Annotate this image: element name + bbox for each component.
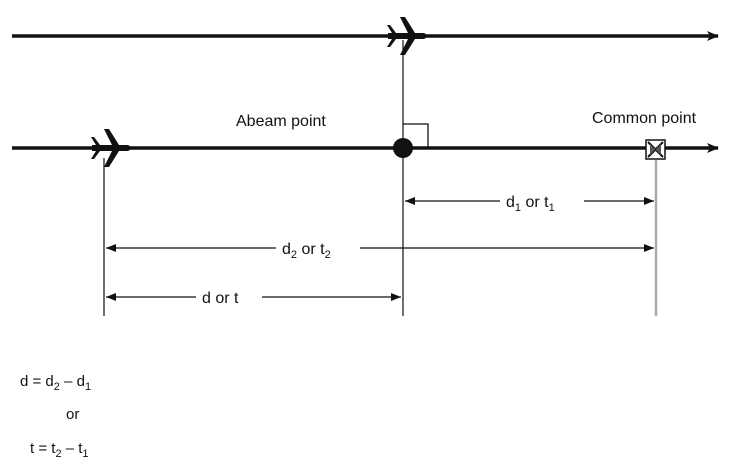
common-point-icon	[645, 139, 666, 160]
upper-aircraft-icon	[387, 17, 427, 55]
equation-distance: d = d2 – d1	[20, 373, 91, 393]
abeam-point-dot	[393, 138, 413, 158]
equation-time: t = t2 – t1	[30, 440, 89, 460]
lower-aircraft-icon	[91, 129, 131, 167]
d-label: d or t	[202, 290, 239, 307]
d1-label: d1 or t1	[506, 194, 555, 214]
common-point-label: Common point	[592, 110, 697, 127]
right-angle-marker	[403, 123, 429, 148]
equation-or: or	[66, 406, 79, 423]
d2-label: d2 or t2	[282, 241, 331, 261]
abeam-point-label: Abeam point	[236, 113, 326, 130]
